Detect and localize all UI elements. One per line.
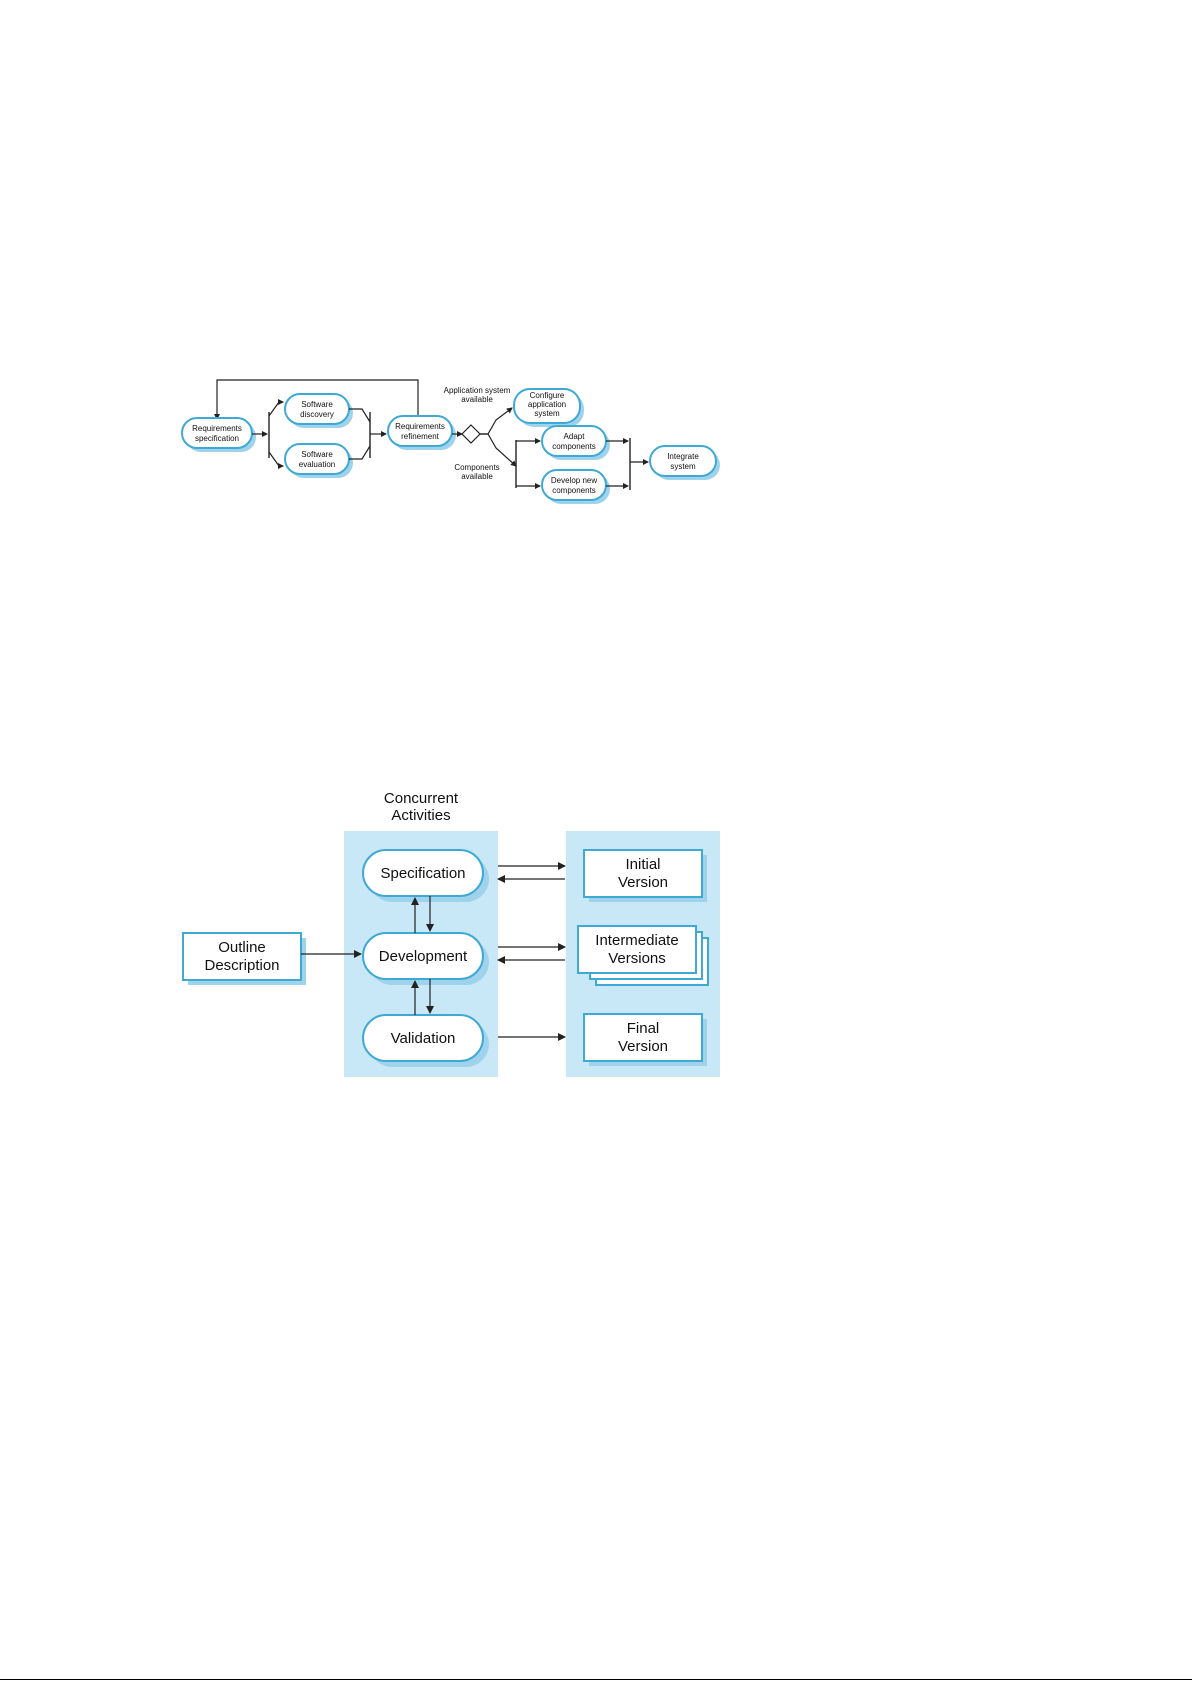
node-develop-new-components: Develop new components — [541, 469, 610, 504]
guard-application-system-available-2: available — [461, 395, 493, 404]
node-specification: Specification — [362, 849, 489, 902]
label-intermediate-versions-1: Intermediate — [595, 932, 678, 949]
label-configure-3: system — [534, 409, 560, 418]
decision-diamond — [461, 424, 481, 444]
label-software-evaluation-2: evaluation — [299, 460, 335, 469]
title-concurrent-activities-2: Activities — [391, 807, 450, 824]
label-intermediate-versions-2: Versions — [608, 950, 666, 967]
node-outline-description: Outline Description — [182, 932, 306, 985]
label-requirements-specification-1: Requirements — [192, 424, 242, 433]
label-integrate-system-2: system — [670, 462, 696, 471]
node-software-evaluation: Software evaluation — [284, 443, 353, 478]
label-outline-description-1: Outline — [218, 939, 266, 956]
label-development: Development — [379, 948, 468, 965]
node-development: Development — [362, 932, 489, 985]
label-adapt-components-1: Adapt — [564, 432, 586, 441]
node-intermediate-versions: Intermediate Versions — [577, 925, 709, 986]
title-concurrent-activities-1: Concurrent — [384, 790, 459, 807]
reuse-process-diagram: Requirements specification Software disc… — [181, 379, 720, 504]
label-requirements-refinement-2: refinement — [401, 432, 440, 441]
label-validation: Validation — [391, 1030, 456, 1047]
node-configure-application-system: Configure application system — [513, 388, 584, 427]
label-adapt-components-2: components — [552, 442, 596, 451]
incremental-development-diagram: Concurrent Activities Outline Descriptio… — [182, 790, 720, 1077]
label-software-evaluation-1: Software — [301, 450, 333, 459]
label-specification: Specification — [380, 865, 465, 882]
label-requirements-refinement-1: Requirements — [395, 422, 445, 431]
guard-components-available-2: available — [461, 472, 493, 481]
node-final-version: Final Version — [583, 1013, 707, 1066]
page-footer-rule — [0, 1679, 1192, 1680]
label-software-discovery-1: Software — [301, 400, 333, 409]
label-initial-version-2: Version — [618, 874, 668, 891]
label-configure-1: Configure — [530, 391, 565, 400]
guard-application-system-available-1: Application system — [444, 386, 511, 395]
node-initial-version: Initial Version — [583, 849, 707, 902]
node-validation: Validation — [362, 1014, 489, 1067]
node-software-discovery: Software discovery — [284, 393, 353, 428]
node-integrate-system: Integrate system — [649, 445, 720, 480]
label-outline-description-2: Description — [204, 957, 279, 974]
label-configure-2: application — [528, 400, 566, 409]
guard-components-available-1: Components — [454, 463, 499, 472]
label-final-version-2: Version — [618, 1038, 668, 1055]
label-integrate-system-1: Integrate — [667, 452, 699, 461]
node-adapt-components: Adapt components — [541, 425, 610, 460]
label-develop-new-components-1: Develop new — [551, 476, 597, 485]
label-initial-version-1: Initial — [625, 856, 660, 873]
node-requirements-refinement: Requirements refinement — [387, 415, 456, 450]
label-software-discovery-2: discovery — [300, 410, 334, 419]
label-develop-new-components-2: components — [552, 486, 596, 495]
label-requirements-specification-2: specification — [195, 434, 239, 443]
node-requirements-specification: Requirements specification — [181, 417, 256, 452]
label-final-version-1: Final — [627, 1020, 660, 1037]
